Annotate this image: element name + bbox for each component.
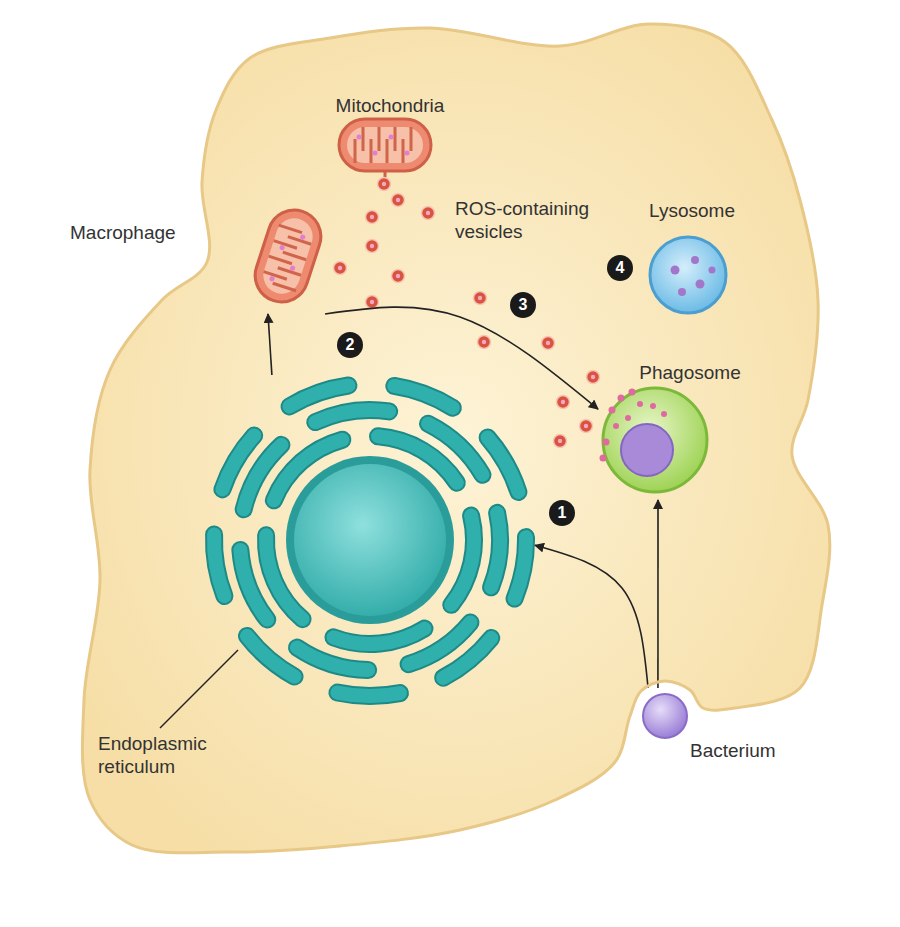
phagosome-ros: [600, 389, 668, 462]
node-label: Macrophage: [70, 222, 176, 245]
lysosome-contents: [671, 256, 716, 296]
node-label: Endoplasmic reticulum: [98, 733, 228, 779]
engulfed-bacterium: [621, 424, 673, 476]
mitochondria-group: Mitochondria: [245, 92, 475, 314]
er-membrane: [325, 621, 432, 652]
arrow-connector: [268, 314, 272, 375]
leader-line: [160, 650, 238, 728]
node-label: Bacterium: [690, 740, 776, 763]
er-membrane: [507, 529, 534, 606]
node-label: Lysosome: [649, 200, 735, 223]
callout-number: 3: [510, 292, 536, 318]
node-label: Phagosome: [639, 362, 740, 385]
er-membrane: [386, 378, 461, 416]
er-membrane: [483, 505, 508, 595]
mitochondrion: [248, 203, 327, 309]
er-membrane: [480, 430, 527, 500]
callout-number: 1: [549, 500, 575, 526]
cell-body: [82, 24, 829, 853]
nucleus-rim: [286, 456, 454, 624]
endoplasmic-reticulum: Endoplasmic reticulum: [95, 375, 535, 785]
er-membrane: [206, 526, 232, 604]
arrow-connector: [535, 545, 648, 688]
er-membrane: [435, 630, 499, 686]
er-membrane: [282, 377, 357, 414]
er-membrane: [420, 416, 490, 483]
nucleus: [294, 464, 446, 616]
er-membrane: [239, 628, 303, 685]
arrow-connector: [325, 307, 598, 409]
bacterium: Bacterium: [638, 688, 788, 767]
vesicle-label: ROS-containing vesicles: [455, 198, 625, 244]
lysosome: Lysosome: [635, 196, 750, 318]
bacterium: [643, 694, 687, 738]
arrow-connector: [657, 500, 659, 688]
er-membrane: [232, 542, 275, 628]
endoplasmic-reticulum-drawing: [206, 377, 534, 704]
er-membrane: [214, 427, 262, 497]
er-membrane: [307, 402, 397, 430]
phagosome: [603, 388, 707, 492]
er-membrane: [329, 685, 408, 704]
lysosome: [650, 237, 726, 313]
callout-number: 4: [607, 255, 633, 281]
callout-number: 2: [337, 332, 363, 358]
phagosome: Phagosome: [598, 358, 748, 500]
mitochondrion: [339, 119, 431, 171]
node-label: Mitochondria: [336, 95, 445, 118]
